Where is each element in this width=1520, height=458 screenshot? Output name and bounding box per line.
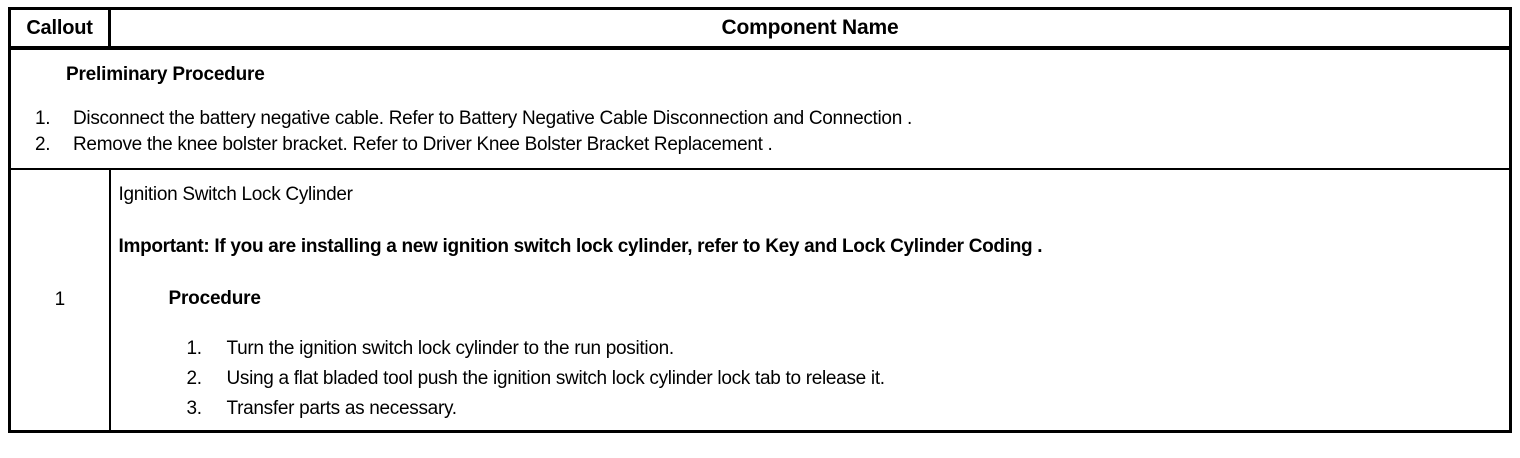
step-text: Remove the knee bolster bracket. Refer t… bbox=[73, 134, 773, 155]
table-row: 1 Ignition Switch Lock Cylinder Importan… bbox=[9, 169, 1511, 432]
step-number: 1. bbox=[186, 338, 203, 359]
preliminary-step-list: 1. Disconnect the battery negative cable… bbox=[11, 106, 1509, 158]
preliminary-procedure-title: Preliminary Procedure bbox=[66, 64, 265, 85]
step-text: Transfer parts as necessary. bbox=[226, 398, 458, 419]
list-item: 1. Turn the ignition switch lock cylinde… bbox=[119, 334, 1510, 364]
list-item: 2. Remove the knee bolster bracket. Refe… bbox=[11, 132, 1509, 158]
step-text: Turn the ignition switch lock cylinder t… bbox=[226, 338, 675, 359]
component-title: Ignition Switch Lock Cylinder bbox=[118, 184, 354, 205]
column-header-component-name: Component Name bbox=[109, 8, 1511, 50]
procedure-title: Procedure bbox=[168, 288, 261, 309]
table-header-row: Callout Component Name bbox=[9, 8, 1511, 50]
list-item: 1. Disconnect the battery negative cable… bbox=[11, 106, 1509, 132]
preliminary-procedure-row: Preliminary Procedure 1. Disconnect the … bbox=[9, 48, 1511, 170]
component-detail-cell: Ignition Switch Lock Cylinder Important:… bbox=[110, 169, 1511, 432]
important-note: Important: If you are installing a new i… bbox=[118, 236, 1043, 257]
service-procedure-table: Callout Component Name Preliminary Proce… bbox=[8, 7, 1512, 433]
column-header-callout: Callout bbox=[9, 8, 111, 50]
preliminary-procedure-cell: Preliminary Procedure 1. Disconnect the … bbox=[9, 48, 1511, 170]
step-number: 1. bbox=[35, 108, 51, 129]
callout-number: 1 bbox=[9, 169, 111, 432]
procedure-step-list: 1. Turn the ignition switch lock cylinde… bbox=[119, 334, 1510, 424]
step-number: 2. bbox=[35, 134, 51, 155]
step-number: 3. bbox=[186, 398, 203, 419]
step-text: Disconnect the battery negative cable. R… bbox=[73, 108, 912, 129]
step-text: Using a flat bladed tool push the igniti… bbox=[226, 368, 886, 389]
list-item: 2. Using a flat bladed tool push the ign… bbox=[119, 364, 1510, 394]
step-number: 2. bbox=[186, 368, 203, 389]
list-item: 3. Transfer parts as necessary. bbox=[119, 394, 1510, 424]
